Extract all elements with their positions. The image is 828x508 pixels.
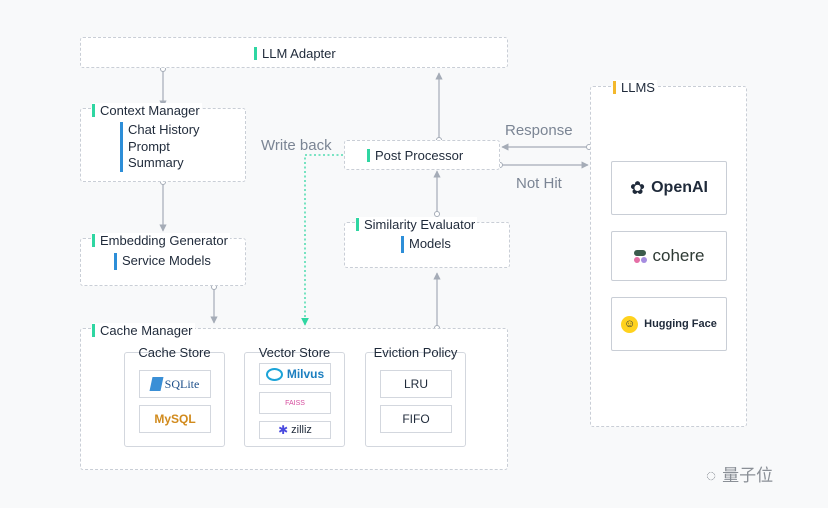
huggingface-icon: ☺ <box>621 315 639 333</box>
eviction-policy-title: Eviction Policy <box>373 345 458 360</box>
embedding-generator-box: Embedding Generator Service Models <box>80 233 246 286</box>
context-items: Chat History Prompt Summary <box>120 122 200 172</box>
zilliz-logo: ✱ zilliz <box>259 421 331 439</box>
context-item: Summary <box>128 155 184 170</box>
huggingface-label: Hugging Face <box>644 318 717 330</box>
accent-bar <box>367 149 370 162</box>
llm-adapter-label: LLM Adapter <box>262 46 336 61</box>
llm-adapter-box: LLM Adapter <box>80 37 508 68</box>
accent-bar <box>254 47 257 60</box>
embedding-generator-label: Embedding Generator <box>100 233 228 248</box>
mysql-logo: MySQL <box>139 405 211 433</box>
cohere-card: cohere <box>611 231 727 281</box>
sqlite-logo: SQLite <box>139 370 211 398</box>
context-item: Chat History <box>128 122 200 137</box>
accent-bar <box>613 81 616 94</box>
openai-card: ✿ OpenAI <box>611 161 727 215</box>
similarity-item: Models <box>401 236 451 253</box>
mysql-label: MySQL <box>154 412 196 426</box>
milvus-logo: Milvus <box>259 363 331 385</box>
eviction-policy-box: Eviction Policy LRU FIFO <box>365 345 466 447</box>
lru-label: LRU <box>403 377 428 391</box>
embedding-item-label: Service Models <box>122 253 211 268</box>
faiss-logo: FAISS <box>259 392 331 414</box>
vector-store-box: Vector Store Milvus FAISS ✱ zilliz <box>244 345 345 447</box>
context-item: Prompt <box>128 138 170 154</box>
cohere-label: cohere <box>652 246 705 265</box>
vector-store-title: Vector Store <box>258 345 331 360</box>
cache-manager-title: Cache Manager <box>92 323 195 338</box>
context-manager-box: Context Manager Chat History Prompt Summ… <box>80 103 246 182</box>
llms-label: LLMS <box>621 80 655 95</box>
embedding-generator-title: Embedding Generator <box>92 233 230 248</box>
milvus-label: Milvus <box>286 367 325 381</box>
fifo-tile: FIFO <box>380 405 452 433</box>
post-processor-box: Post Processor <box>344 140 500 170</box>
cohere-icon <box>633 249 647 263</box>
embedding-item: Service Models <box>114 253 211 270</box>
post-processor-title: Post Processor <box>367 148 463 163</box>
faiss-label: FAISS <box>285 399 305 407</box>
cache-manager-label: Cache Manager <box>100 323 193 338</box>
response-label: Response <box>505 122 573 139</box>
edge-write-back <box>301 154 343 326</box>
similarity-evaluator-box: Similarity Evaluator Models <box>344 217 510 268</box>
huggingface-card: ☺ Hugging Face <box>611 297 727 351</box>
openai-label: OpenAI <box>651 179 708 196</box>
llms-title: LLMS <box>613 80 657 95</box>
llm-adapter-title: LLM Adapter <box>254 46 336 61</box>
post-processor-label: Post Processor <box>375 148 464 163</box>
watermark: ◌ 量子位 <box>706 461 773 486</box>
context-manager-label: Context Manager <box>100 103 200 118</box>
accent-bar <box>92 324 95 337</box>
sqlite-label: SQLite <box>164 376 200 391</box>
wechat-icon: ◌ <box>706 466 717 485</box>
cache-store-title: Cache Store <box>138 345 211 360</box>
fifo-label: FIFO <box>402 412 430 426</box>
watermark-text: 量子位 <box>722 466 774 485</box>
cache-store-box: Cache Store SQLite MySQL <box>124 345 225 447</box>
similarity-evaluator-label: Similarity Evaluator <box>364 217 476 232</box>
zilliz-label: zilliz <box>291 424 312 436</box>
similarity-item-label: Models <box>409 236 451 251</box>
lru-tile: LRU <box>380 370 452 398</box>
openai-icon: ✿ <box>630 177 646 198</box>
not-hit-label: Not Hit <box>516 175 562 192</box>
accent-bar <box>92 104 95 117</box>
write-back-label: Write back <box>261 137 332 154</box>
context-manager-title: Context Manager <box>92 103 202 118</box>
accent-bar <box>356 218 359 231</box>
accent-bar <box>92 234 95 247</box>
cache-manager-box: Cache Manager Cache Store SQLite MySQL V… <box>80 323 508 470</box>
similarity-evaluator-title: Similarity Evaluator <box>356 217 478 232</box>
